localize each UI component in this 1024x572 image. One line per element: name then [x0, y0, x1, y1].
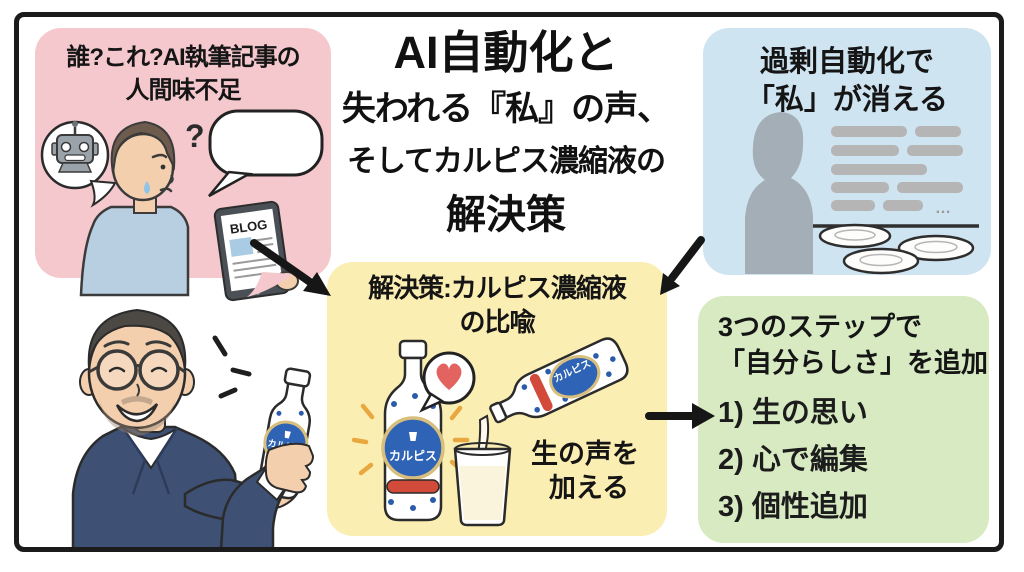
presenter-scene: カルピス: [71, 308, 315, 552]
title-line-3: そしてカルピス濃縮液の: [346, 145, 666, 178]
solution-heading: 解決策:カルピス濃縮液 の比喩: [327, 262, 667, 339]
steps-heading-line2: 「自分らしさ」を追加: [718, 348, 988, 378]
redacted-text-lines: [831, 126, 963, 211]
tablet-blog-label: BLOG: [229, 217, 268, 237]
presenter-head: [79, 308, 195, 436]
page-title: AI自動化と 失われる『私』の声、 そしてカルピス濃縮液の 解決策: [333, 24, 679, 242]
overautomation-scene: …: [745, 112, 979, 275]
empty-speech-bubble: [208, 109, 324, 198]
robot-icon: [51, 121, 99, 173]
emphasis-dashes: [212, 335, 252, 399]
hair: [87, 308, 187, 369]
problem-scene: ? BLOG: [40, 109, 324, 302]
question-mark: ?: [185, 118, 205, 154]
person-silhouette: [745, 112, 813, 274]
solution-scene: カルピス カルピス 生の: [351, 337, 639, 527]
bottle-label-badge: [381, 416, 445, 480]
problem-heading-line1: 誰?これ?AI執筆記事の: [66, 44, 300, 71]
steps-list: 1) 生の思い 2) 心で編集 3) 個性追加: [698, 390, 989, 531]
bottle-red-band: [386, 479, 440, 494]
holding-arm: [219, 442, 315, 552]
bottle-label-text: カルピス: [389, 449, 437, 463]
solution-heading-line2: の比喩: [459, 307, 535, 337]
problem-heading-line2: 人間味不足: [125, 77, 242, 104]
solution-caption-line1: 生の声を: [531, 439, 639, 469]
steps-box: 3つのステップで 「自分らしさ」を追加 1) 生の思い 2) 心で編集 3) 個…: [698, 296, 989, 543]
heart-icon: [436, 363, 462, 390]
solution-heading-line1: 解決策:カルピス濃縮液: [368, 273, 627, 303]
title-line-1: AI自動化と: [393, 27, 619, 78]
step-item-2: 2) 心で編集: [718, 444, 868, 476]
robot-bubble: [40, 120, 117, 208]
step-item-1: 1) 生の思い: [718, 397, 868, 429]
sweat-drop: [144, 181, 150, 194]
solution-caption-line2: 加える: [549, 473, 629, 503]
beard: [99, 398, 175, 436]
problem-heading: 誰?これ?AI執筆記事の 人間味不足: [35, 28, 331, 107]
title-line-4: 解決策: [446, 193, 566, 237]
overautomation-heading-line1: 過剰自動化で: [759, 46, 934, 78]
worried-man: [79, 120, 190, 297]
steps-heading: 3つのステップで 「自分らしさ」を追加: [698, 296, 989, 381]
overautomation-heading-line2: 「私」が消える: [745, 84, 949, 116]
pouring-bottle: カルピス: [489, 337, 629, 424]
step-item-3: 3) 個性追加: [718, 491, 868, 523]
heart-bubble: [419, 351, 476, 413]
overautomation-heading: 過剰自動化で 「私」が消える: [703, 28, 991, 119]
empty-plates: [818, 223, 975, 275]
glasses-icon: [88, 349, 186, 391]
gripping-hand: [264, 442, 315, 494]
ellipsis-dots: …: [935, 200, 951, 217]
milk-glass: [453, 442, 512, 527]
steps-heading-line1: 3つのステップで: [718, 312, 923, 342]
title-line-2: 失われる『私』の声、: [341, 90, 671, 128]
smile: [115, 403, 159, 423]
